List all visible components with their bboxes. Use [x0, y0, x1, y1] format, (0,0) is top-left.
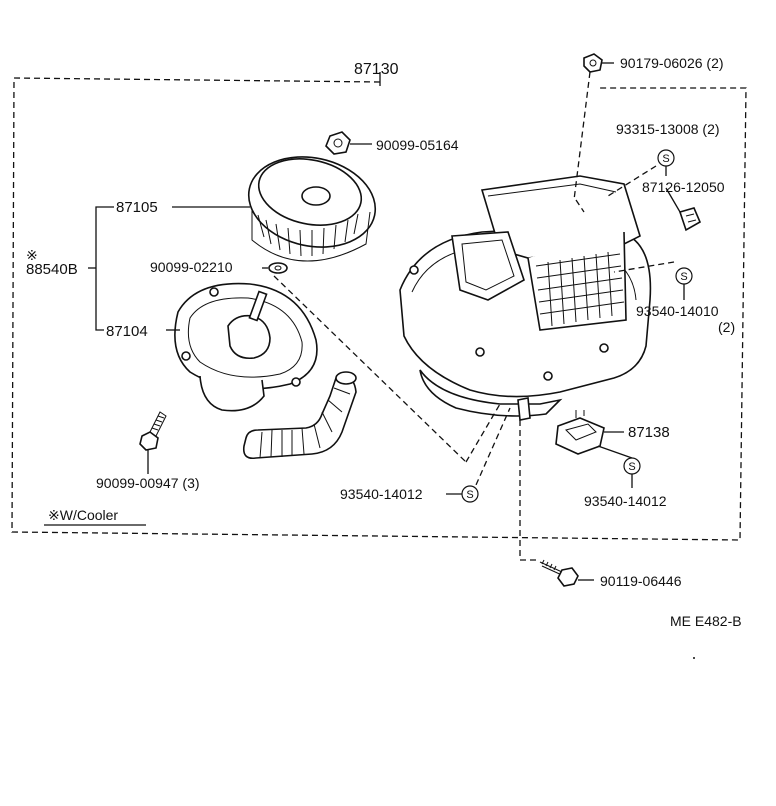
assembly-boundary — [11, 72, 747, 541]
svg-text:S: S — [680, 271, 687, 283]
label-90099-02210: 90099-02210 — [150, 259, 233, 275]
label-90099-00947: 90099-00947 (3) — [96, 475, 200, 491]
leader-lines — [88, 62, 685, 581]
note-w-cooler: ※W/Cooler — [48, 507, 118, 523]
dashed-guide-lines — [273, 71, 675, 561]
nut-90099-05164 — [325, 131, 351, 155]
label-88540b: 88540B — [26, 261, 78, 278]
resistor-87138 — [555, 410, 605, 455]
label-87104: 87104 — [106, 323, 148, 340]
s-mark-93540-14010: S — [675, 267, 693, 285]
label-93315-13008: 93315-13008 (2) — [616, 121, 720, 137]
clip-87126-12050 — [678, 207, 702, 232]
svg-text:S: S — [628, 461, 635, 473]
screw-90099-00947 — [139, 411, 167, 451]
label-87130: 87130 — [354, 61, 399, 78]
speck-dot — [693, 657, 695, 659]
label-93540-14012-b: 93540-14012 — [584, 493, 667, 509]
label-93540-14010: 93540-14010 — [636, 303, 719, 319]
blower-fan-87105 — [247, 156, 377, 262]
blower-case — [399, 175, 652, 421]
label-87138: 87138 — [628, 424, 670, 441]
label-87105: 87105 — [116, 199, 158, 216]
screw-symbols: S S S S — [461, 149, 693, 503]
s-mark-93540-14012-b: S — [623, 457, 641, 475]
label-93540-14012-a: 93540-14012 — [340, 486, 423, 502]
label-87126-12050: 87126-12050 — [642, 179, 725, 195]
svg-text:S: S — [662, 153, 669, 165]
cooler-note: ※W/Cooler — [44, 507, 146, 526]
flexible-hose — [242, 371, 357, 460]
figure-code: ME E482-B — [670, 613, 742, 629]
label-90179-06026: 90179-06026 (2) — [620, 55, 724, 71]
label-90099-05164: 90099-05164 — [376, 137, 459, 153]
label-93540-14010-qty: (2) — [718, 319, 735, 335]
label-88540b-mark: ※ — [26, 247, 38, 263]
s-mark-93540-14012-a: S — [461, 485, 479, 503]
blower-motor-87104 — [174, 282, 318, 412]
bolt-90119-06446 — [539, 559, 579, 587]
part-labels: 87130 90179-06026 (2) 90099-05164 93315-… — [26, 55, 735, 589]
svg-text:S: S — [466, 489, 473, 501]
washer-90099-02210 — [268, 262, 288, 274]
label-90119-06446: 90119-06446 — [600, 573, 682, 589]
s-mark-93315: S — [657, 149, 675, 167]
nut-90179-06026 — [583, 53, 603, 73]
